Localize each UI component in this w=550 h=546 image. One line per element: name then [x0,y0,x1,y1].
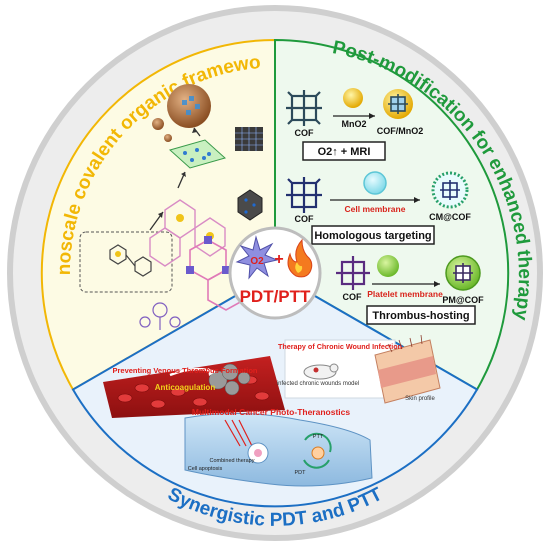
segment-nanoscale-cof [40,38,276,391]
box-o2-mri-text: O2↑ + MRI [318,146,371,158]
cancer-title: Multimodal Cancer Photo-Theranostics [192,407,350,417]
thrombus-illustration [103,356,285,418]
skin-profile-block [374,334,441,404]
row2-product-label: CM@COF [429,212,471,222]
cancer-theranostics-illustration [184,412,373,487]
wound-sublabel: infected chronic wounds model [277,381,359,387]
anticoagulation-label: Anticoagulation [155,383,216,392]
center-label: PDT/PTT [240,287,311,306]
therapy-cycle-arrows [303,432,332,469]
platelet-membrane-vesicle [377,255,399,277]
skin-profile-label: Skin profile [405,396,435,402]
row3-product-label: PM@COF [442,295,484,305]
cof-mno2-core [388,94,408,114]
row2-reagent-label: Cell membrane [345,204,406,214]
row2-cof-label: COF [295,214,315,224]
red-blood-cells [117,375,270,409]
wound-illustration [284,334,441,404]
thrombus-title: Preventing Venous Thrombus Formation [112,366,257,375]
box-homologous-targeting-text: Homologous targeting [314,230,431,242]
wound-title: Therapy of Chronic Wound Infection [278,342,402,351]
cof-sheet [149,199,226,267]
cof-framework-icon-3 [336,256,370,290]
box-o2-mri [302,141,386,161]
flame-icon [287,238,313,278]
center-plus: + [274,251,283,268]
row1-cof-label: COF [295,128,315,138]
row1-reagent-label: MnO2 [341,119,366,129]
thrombus-clot [208,363,251,396]
mno2-nanoparticle [343,88,363,108]
box-thrombus-hosting-text: Thrombus-hosting [372,310,469,322]
cof-nanoparticle [167,84,211,128]
cell-membrane-vesicle [363,171,387,195]
combined-therapy-label: Combined therapy [210,458,255,464]
segment-post-modification [274,38,510,391]
pdt-small-label: PDT [295,470,307,476]
cof-synthesis-illustration [79,84,263,330]
right-row-cell-membrane [286,171,469,213]
cof-framework-icon-1 [286,90,322,126]
box-homologous-targeting [311,225,435,245]
right-row-mno2 [286,88,413,126]
oxygen-star-icon: O2 [235,235,279,280]
laser-beams [224,419,253,447]
blood-vessel [103,356,285,418]
row3-reagent-label: Platelet membrane [367,289,443,299]
tp-por-con-block [235,127,263,151]
cof-framework-icon-2 [286,177,322,213]
box-thrombus-hosting [366,305,476,325]
cell-apoptosis-label: Cell apoptosis [188,466,223,472]
cof-crystallite [237,189,263,221]
right-row-platelet-membrane [336,255,481,291]
o2-symbol: O2 [250,256,264,267]
row1-product-label: COF/MnO2 [377,126,424,136]
ptt-small-label: PTT [313,434,324,440]
row3-cof-label: COF [343,292,363,302]
cof-crystal-stack [168,139,227,169]
monomer-box [79,231,173,293]
porphyrin-nodes [186,236,230,274]
